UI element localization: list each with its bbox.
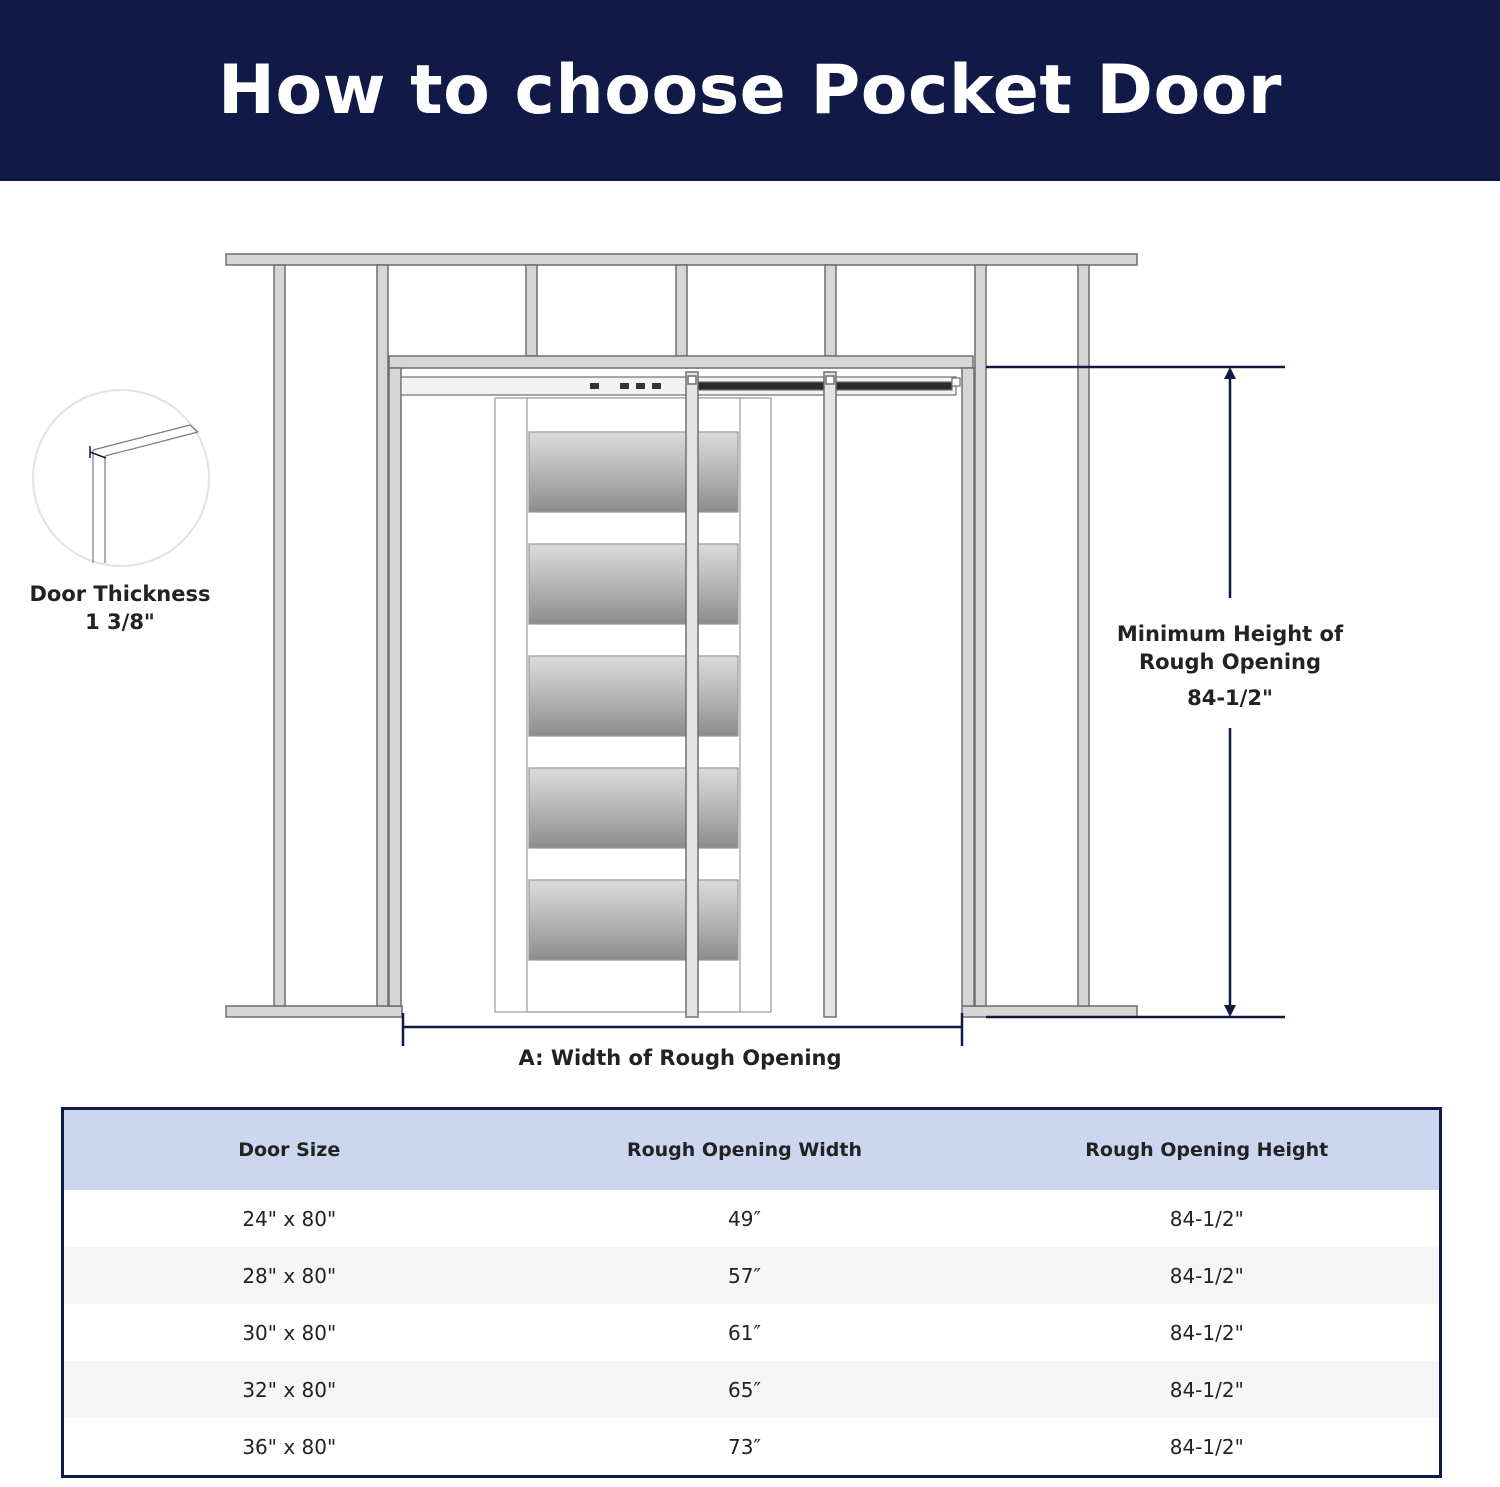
glass-panel-1	[528, 431, 739, 513]
column-header-rough-opening-width: Rough Opening Width	[514, 1108, 975, 1190]
column-header-rough-opening-height: Rough Opening Height	[974, 1108, 1441, 1190]
door-size-cell: 30" x 80"	[62, 1304, 515, 1361]
pocket-door-frame-diagram	[32, 253, 1285, 1046]
column-header-door-size: Door Size	[62, 1108, 515, 1190]
door-size-cell: 24" x 80"	[62, 1190, 515, 1247]
table-row: 24" x 80" 49″ 84-1/2"	[62, 1190, 1441, 1247]
bottom-plate-left	[225, 1005, 403, 1018]
pocket-door-size-table: Door Size Rough Opening Width Rough Open…	[61, 1107, 1442, 1478]
page-title: How to choose Pocket Door	[218, 51, 1282, 130]
cripple-stud-3	[824, 264, 837, 357]
door-thickness-detail	[32, 389, 210, 567]
jamb-right	[961, 367, 975, 1007]
min-height-label: Minimum Height of Rough Opening 84-1/2"	[1105, 620, 1355, 712]
cripple-stud-2	[675, 264, 688, 357]
table-row: 36" x 80" 73″ 84-1/2"	[62, 1418, 1441, 1477]
door-thickness-title: Door Thickness	[29, 582, 211, 606]
width-of-rough-opening-label: A: Width of Rough Opening	[518, 1046, 842, 1070]
width-dimension	[401, 1013, 964, 1046]
jamb-left	[388, 367, 402, 1007]
table-row: 28" x 80" 57″ 84-1/2"	[62, 1247, 1441, 1304]
rough-width-cell: 57″	[514, 1247, 975, 1304]
door-thickness-label: Door Thickness 1 3/8"	[10, 580, 230, 636]
rough-width-cell: 73″	[514, 1418, 975, 1477]
table-row: 30" x 80" 61″ 84-1/2"	[62, 1304, 1441, 1361]
cripple-stud-1	[525, 264, 538, 357]
rough-width-cell: 61″	[514, 1304, 975, 1361]
split-stud-1	[685, 371, 699, 1018]
glass-panel-2	[528, 543, 739, 625]
door-size-cell: 32" x 80"	[62, 1361, 515, 1418]
door-track	[400, 376, 961, 396]
rough-height-cell: 84-1/2"	[974, 1190, 1441, 1247]
frame-header	[388, 355, 974, 369]
rough-width-cell: 65″	[514, 1361, 975, 1418]
min-height-value: 84-1/2"	[1187, 686, 1273, 710]
glass-panel-4	[528, 767, 739, 849]
rough-width-cell: 49″	[514, 1190, 975, 1247]
rough-height-cell: 84-1/2"	[974, 1418, 1441, 1477]
glass-panel-5	[528, 879, 739, 961]
stud-left-outer	[273, 264, 286, 1007]
table-row: 32" x 80" 65″ 84-1/2"	[62, 1361, 1441, 1418]
bottom-plate-right	[961, 1005, 1138, 1018]
rough-height-cell: 84-1/2"	[974, 1247, 1441, 1304]
door-size-cell: 28" x 80"	[62, 1247, 515, 1304]
pocket-door-panel	[494, 397, 772, 1013]
stud-right-outer	[1077, 264, 1090, 1007]
rough-height-cell: 84-1/2"	[974, 1304, 1441, 1361]
top-plate	[225, 253, 1138, 266]
rough-height-cell: 84-1/2"	[974, 1361, 1441, 1418]
stud-left-king	[376, 264, 389, 1007]
door-thickness-value: 1 3/8"	[85, 610, 155, 634]
stud-right-king	[974, 264, 987, 1007]
door-size-cell: 36" x 80"	[62, 1418, 515, 1477]
min-height-title-line2: Rough Opening	[1138, 650, 1322, 674]
height-dimension	[986, 365, 1285, 1019]
glass-panel-3	[528, 655, 739, 737]
min-height-title-line1: Minimum Height of	[1116, 622, 1344, 646]
title-banner: How to choose Pocket Door	[0, 0, 1500, 181]
split-stud-2	[823, 371, 837, 1018]
table-header-row: Door Size Rough Opening Width Rough Open…	[62, 1108, 1441, 1190]
